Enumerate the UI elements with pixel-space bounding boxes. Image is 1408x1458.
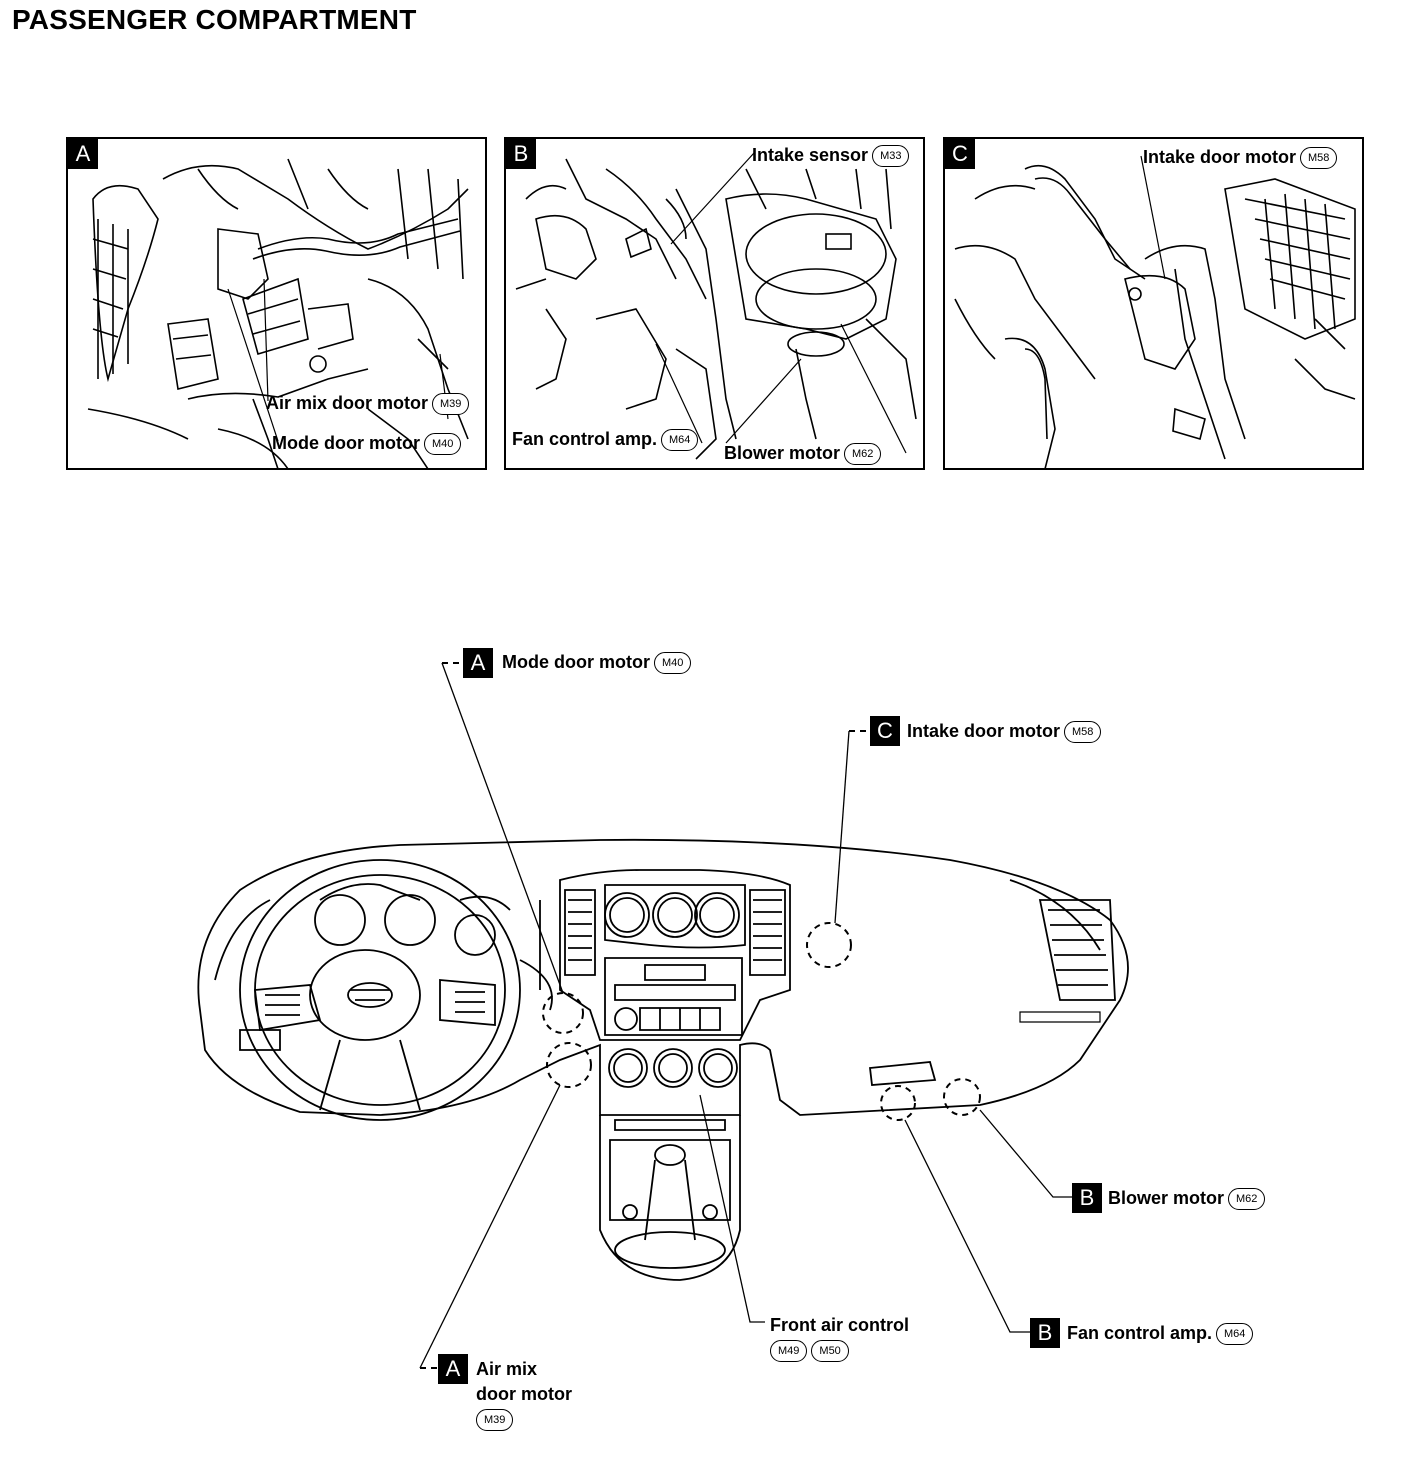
air-mix-door-motor-text: Air mix door motor <box>266 393 429 413</box>
main-air-mix-label: Air mix door motor M39 <box>476 1357 572 1432</box>
connector-m39-badge: M39 <box>476 1409 514 1432</box>
blower-motor-text: Blower motor <box>724 443 841 463</box>
fan-control-amp-text: Fan control amp. <box>512 429 658 449</box>
page-title: PASSENGER COMPARTMENT <box>12 4 417 35</box>
connector-m58-badge: M58 <box>1300 147 1338 170</box>
blower-motor-text: Blower motor <box>1108 1188 1225 1208</box>
connector-m64-badge: M64 <box>661 429 699 452</box>
connector-m40-badge: M40 <box>423 433 462 456</box>
mode-door-motor-text: Mode door motor <box>272 433 420 453</box>
fan-control-badge: B <box>1030 1318 1060 1348</box>
panel-c-badge: C <box>945 139 975 169</box>
fan-control-amp-text: Fan control amp. <box>1067 1323 1213 1343</box>
connector-m50-badge: M50 <box>811 1340 849 1363</box>
panel-a-badge: A <box>68 139 98 169</box>
connector-m64-badge: M64 <box>1216 1323 1254 1346</box>
intake-sensor-text: Intake sensor <box>752 145 869 165</box>
mode-door-badge: A <box>463 648 493 678</box>
connector-m62-badge: M62 <box>1228 1188 1266 1211</box>
connector-m40-badge: M40 <box>653 652 692 675</box>
intake-door-motor-text: Intake door motor <box>1143 147 1297 167</box>
panel-b-badge: B <box>506 139 536 169</box>
air-mix-badge: A <box>438 1354 468 1384</box>
intake-door-motor-text: Intake door motor <box>907 721 1061 741</box>
panel-c-illustration <box>954 155 1356 468</box>
connector-m62-badge: M62 <box>844 443 882 466</box>
mode-door-motor-text: Mode door motor <box>502 652 650 672</box>
front-air-control-text: Front air control <box>770 1315 909 1335</box>
panel-b-fan-control-label: Fan control amp.M64 <box>512 429 699 452</box>
connector-m33-badge: M33 <box>872 145 910 168</box>
connector-m58-badge: M58 <box>1064 721 1102 744</box>
air-mix-line2: door motor <box>476 1384 572 1404</box>
main-fan-control-label: Fan control amp.M64 <box>1067 1323 1254 1346</box>
intake-door-badge: C <box>870 716 900 746</box>
panel-b-illustration <box>515 152 917 460</box>
blower-badge: B <box>1072 1183 1102 1213</box>
connector-m49-badge: M49 <box>770 1340 808 1363</box>
panel-a-illustration <box>87 158 469 468</box>
connector-m39-badge: M39 <box>432 393 470 416</box>
dashboard-illustration <box>197 662 1129 1369</box>
air-mix-line1: Air mix <box>476 1359 538 1379</box>
